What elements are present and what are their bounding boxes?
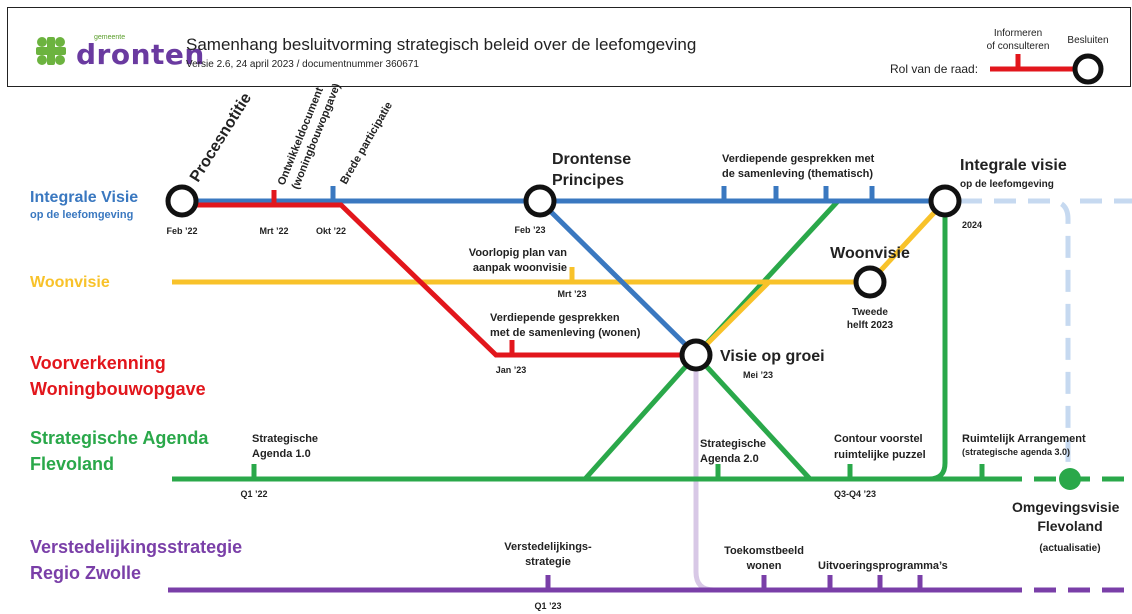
date-q1-23: Q1 ’23	[534, 601, 561, 611]
date-mrt22: Mrt ’22	[259, 226, 288, 236]
integrale-line-label: Integrale Visie	[30, 189, 138, 206]
uitvoering-label: Uitvoeringsprogramma’s	[818, 560, 948, 572]
ruimtelijk-label-1: Ruimtelijk Arrangement	[962, 433, 1086, 445]
visie-groei-label: Visie op groei	[720, 348, 825, 365]
verstedelijkings-station-label-1: Verstedelijkings-	[504, 541, 592, 553]
strategische-line-label-1: Strategische Agenda	[30, 428, 209, 448]
strategische-line-label-2: Flevoland	[30, 454, 114, 474]
legend-decide-circle-icon	[1072, 53, 1104, 85]
strat-agenda2-label-1: Strategische	[700, 438, 766, 450]
omgevingsvisie-label-1: Omgevingsvisie	[1012, 499, 1120, 515]
contour-label-1: Contour voorstel	[834, 433, 923, 445]
voorverkenning-route	[182, 202, 696, 358]
verdiepende-wonen-label-2: met de samenleving (wonen)	[490, 327, 641, 339]
toekomstbeeld-label-2: wonen	[746, 560, 782, 572]
date-q1-22: Q1 ’22	[240, 489, 267, 499]
strat-agenda1-label-2: Agenda 1.0	[252, 448, 311, 460]
legend-inform-label-1: Informeren	[994, 28, 1042, 39]
station-visie-op-groei[interactable]	[679, 338, 713, 372]
station-woonvisie[interactable]	[853, 265, 887, 299]
toekomstbeeld-label-1: Toekomstbeeld	[724, 545, 804, 557]
integrale-line-sublabel: op de leefomgeving	[30, 209, 133, 221]
dronten-logo-icon	[36, 37, 66, 65]
woonvisie-line-label: Woonvisie	[30, 274, 110, 291]
voorverkenning-line-label-1: Voorverkenning	[30, 353, 166, 373]
integrale-visie-label-1: Integrale visie	[960, 157, 1067, 174]
legend: Informeren of consulteren Besluiten Rol …	[890, 28, 1109, 85]
page-subtitle: Versie 2.6, 24 april 2023 / documentnumm…	[186, 59, 419, 70]
voorlopig-label-2: aanpak woonvisie	[473, 262, 567, 274]
date-labels: Feb ’22 Mrt ’22 Okt ’22 Feb ’23 2024 Mrt…	[166, 220, 982, 611]
logo-name: dronten	[76, 38, 205, 71]
green-branch-right	[694, 353, 812, 481]
date-q3q4-23: Q3-Q4 ’23	[834, 489, 876, 499]
procesnotitie-label: Procesnotitie	[187, 90, 255, 185]
actualisatie-label: (actualisatie)	[1039, 543, 1100, 554]
line-labels: Integrale Visie op de leefomgeving Woonv…	[30, 189, 242, 583]
principes-label-2: Principes	[552, 172, 624, 189]
legend-role-label: Rol van de raad:	[890, 62, 978, 76]
omgevingsvisie-label-2: Flevoland	[1037, 518, 1102, 534]
station-integrale-visie[interactable]	[928, 184, 962, 218]
legend-decide-label: Besluiten	[1067, 35, 1108, 46]
purple-ticks	[545, 575, 923, 590]
red-ticks	[271, 190, 515, 355]
legend-inform-label-2: of consulteren	[987, 41, 1050, 52]
brede-participatie-label: Brede participatie	[338, 100, 395, 186]
green-branch-vertical	[928, 201, 948, 482]
header-box: gemeente dronten Samenhang besluitvormin…	[7, 7, 1131, 87]
tweede-label-1: Tweede	[852, 307, 888, 318]
verdiepende-wonen-label-1: Verdiepende gesprekken	[490, 312, 620, 324]
verdiepende-thema-label-2: de samenleving (thematisch)	[722, 168, 873, 180]
station-procesnotitie[interactable]	[165, 184, 199, 218]
verstedelijking-line-label-2: Regio Zwolle	[30, 563, 141, 583]
principes-label-1: Drontense	[552, 151, 631, 168]
station-labels: Procesnotitie Ontwikkeldocument (woningb…	[187, 82, 1120, 572]
date-feb22: Feb ’22	[166, 226, 197, 236]
integrale-visie-label-2: op de leefomgeving	[960, 179, 1054, 190]
strat-agenda1-label-1: Strategische	[252, 433, 318, 445]
woonvisie-station-label: Woonvisie	[830, 245, 910, 262]
station-omgevingsvisie[interactable]	[1059, 468, 1081, 490]
contour-label-2: ruimtelijke puzzel	[834, 449, 926, 461]
blue-diag	[538, 199, 698, 357]
date-mei23: Mei ’23	[743, 370, 773, 380]
verdiepende-thema-label-1: Verdiepende gesprekken met	[722, 153, 875, 165]
green-ticks	[251, 464, 985, 479]
voorlopig-label-1: Voorlopig plan van	[469, 247, 567, 259]
yellow-diag-high	[868, 199, 947, 284]
date-mrt23: Mrt ’23	[557, 289, 586, 299]
verstedelijking-line-label-1: Verstedelijkingsstrategie	[30, 537, 242, 557]
yellow-diag-low	[694, 280, 771, 357]
date-okt22: Okt ’22	[316, 226, 346, 236]
tweede-label-2: helft 2023	[847, 320, 894, 331]
verstedelijkings-station-label-2: strategie	[525, 556, 571, 568]
date-jan23: Jan ’23	[496, 365, 527, 375]
date-2024: 2024	[962, 220, 982, 230]
page-title: Samenhang besluitvorming strategisch bel…	[186, 35, 697, 54]
station-drontense-principes[interactable]	[523, 184, 557, 218]
date-feb23: Feb ’23	[514, 225, 545, 235]
logo-municipality-label: gemeente	[94, 34, 126, 41]
green-branch-left	[583, 353, 698, 481]
voorverkenning-line-label-2: Woningbouwopgave	[30, 379, 206, 399]
lightblue-route	[960, 198, 1071, 479]
blue-ticks	[330, 186, 875, 201]
strat-agenda2-label-2: Agenda 2.0	[700, 453, 759, 465]
ruimtelijk-label-2: (strategische agenda 3.0)	[962, 447, 1070, 457]
